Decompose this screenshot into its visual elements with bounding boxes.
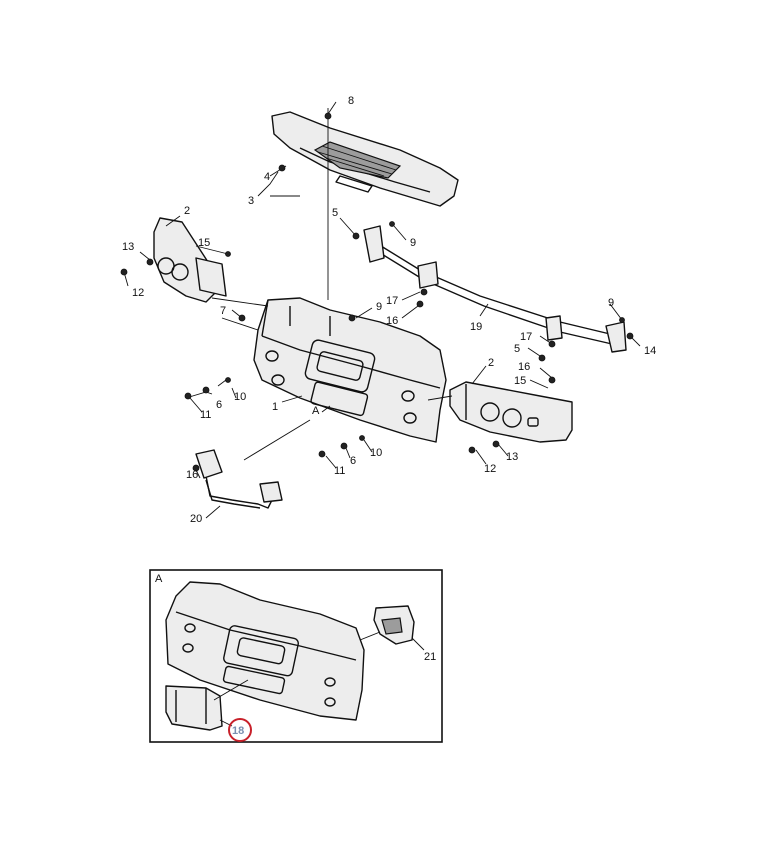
callout-21: 21	[424, 651, 436, 663]
callout-labels: 8 4 3 2 15 13 12 5 9 7 9 17 16 19 9 17 5…	[122, 95, 656, 525]
callout-5-top: 5	[332, 207, 338, 219]
bumper-assembly	[253, 297, 447, 443]
callout-7: 7	[220, 305, 226, 317]
callout-20: 20	[190, 513, 202, 525]
callout-17-right: 17	[520, 331, 532, 343]
step-assembly	[271, 111, 459, 207]
highlight-ring-18	[228, 718, 252, 742]
callout-6-mid: 6	[350, 455, 356, 467]
callout-6-left: 6	[216, 399, 222, 411]
right-corner-bumper	[449, 381, 573, 443]
callout-A: A	[312, 405, 320, 417]
callout-3: 3	[248, 195, 254, 207]
callout-8: 8	[348, 95, 354, 107]
callout-4: 4	[264, 171, 270, 183]
callout-9-top: 9	[410, 237, 416, 249]
callout-12-left: 12	[132, 287, 144, 299]
callout-16-right: 16	[518, 361, 530, 373]
callout-2-left: 2	[184, 205, 190, 217]
bumper-support-bar	[363, 225, 627, 353]
callout-9-right: 9	[608, 297, 614, 309]
wiring-harness	[195, 449, 283, 509]
callout-2-right: 2	[488, 357, 494, 369]
callout-16-harness: 16	[186, 469, 198, 481]
callout-9-mid: 9	[376, 301, 382, 313]
left-corner-bumper	[153, 217, 227, 303]
callout-15-right: 15	[514, 375, 526, 387]
detail-view-a: A 21 18	[149, 569, 443, 743]
hardware-fasteners	[120, 112, 634, 472]
callout-5-right: 5	[514, 343, 520, 355]
callout-15-left: 15	[198, 237, 210, 249]
callout-1: 1	[272, 401, 278, 413]
callout-19: 19	[470, 321, 482, 333]
callout-10-left: 10	[234, 391, 246, 403]
callout-14: 14	[644, 345, 656, 357]
callout-13-right: 13	[506, 451, 518, 463]
callout-11-mid: 11	[334, 465, 345, 477]
callout-11-left: 11	[200, 409, 211, 421]
callout-17-top: 17	[386, 295, 398, 307]
callout-13-left: 13	[122, 241, 134, 253]
detail-label-A: A	[155, 573, 163, 585]
callout-16-top: 16	[386, 315, 398, 327]
callout-10-mid: 10	[370, 447, 382, 459]
callout-18: 18	[232, 725, 244, 737]
callout-12-right: 12	[484, 463, 496, 475]
